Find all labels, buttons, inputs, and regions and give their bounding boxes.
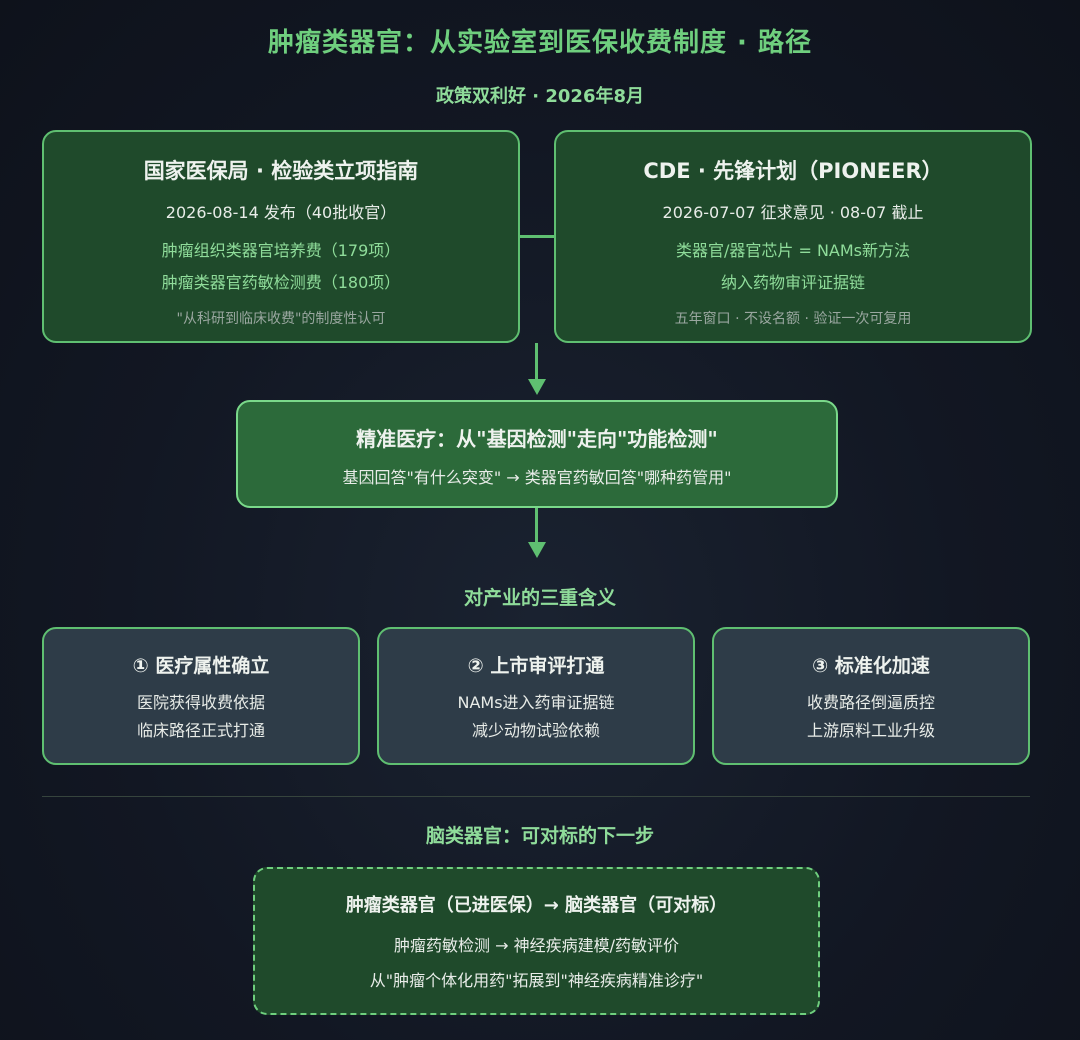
policy-connector xyxy=(520,235,554,238)
industry-card-standardization: ③ 标准化加速 收费路径倒逼质控 上游原料工业升级 xyxy=(712,627,1030,765)
industry-heading: 对产业的三重含义 xyxy=(463,587,616,609)
brain-organoid-box-line: 从"肿瘤个体化用药"拓展到"神经疾病精准诊疗" xyxy=(369,971,704,990)
industry-card-line: 临床路径正式打通 xyxy=(136,721,265,740)
page-title: 肿瘤类器官：从实验室到医保收费制度 · 路径 xyxy=(268,28,812,58)
policy-box-nhsa-item-180: 肿瘤类器官药敏检测费（180项） xyxy=(161,273,401,292)
policy-box-nhsa-item-179: 肿瘤组织类器官培养费（179项） xyxy=(161,241,401,260)
industry-card-title: ③ 标准化加速 xyxy=(812,655,930,677)
industry-card-title: ② 上市审评打通 xyxy=(467,655,605,677)
policy-box-cde-item-evidence: 纳入药物审评证据链 xyxy=(720,273,865,292)
arrow-down-2-shaft xyxy=(535,508,538,544)
policy-box-nhsa-date: 2026-08-14 发布（40批收官） xyxy=(165,203,397,222)
brain-organoid-box-line: 肿瘤药敏检测 → 神经疾病建模/药敏评价 xyxy=(394,936,679,955)
industry-card-medical: ① 医疗属性确立 医院获得收费依据 临床路径正式打通 xyxy=(42,627,360,765)
policy-box-nhsa-heading: 国家医保局 · 检验类立项指南 xyxy=(143,159,419,183)
section-divider xyxy=(42,796,1030,797)
precision-medicine-box: 精准医疗：从"基因检测"走向"功能检测" 基因回答"有什么突变" → 类器官药敏… xyxy=(236,400,838,508)
industry-card-title: ① 医疗属性确立 xyxy=(132,655,270,677)
policy-box-cde-note: 五年窗口 · 不设名额 · 验证一次可复用 xyxy=(674,311,912,327)
precision-medicine-line: 基因回答"有什么突变" → 类器官药敏回答"哪种药管用" xyxy=(342,468,732,487)
industry-card-line: 上游原料工业升级 xyxy=(806,721,935,740)
industry-card-line: 减少动物试验依赖 xyxy=(471,721,600,740)
industry-card-line: 医院获得收费依据 xyxy=(136,693,265,712)
brain-organoid-box: 肿瘤类器官（已进医保）→ 脑类器官（可对标） 肿瘤药敏检测 → 神经疾病建模/药… xyxy=(253,867,820,1015)
industry-card-line: NAMs进入药审证据链 xyxy=(457,693,615,712)
brain-organoid-box-heading: 肿瘤类器官（已进医保）→ 脑类器官（可对标） xyxy=(345,895,728,916)
brain-organoid-heading: 脑类器官：可对标的下一步 xyxy=(425,825,654,847)
industry-card-approval: ② 上市审评打通 NAMs进入药审证据链 减少动物试验依赖 xyxy=(377,627,695,765)
page-subtitle: 政策双利好 · 2026年8月 xyxy=(436,86,644,107)
policy-box-cde: CDE · 先锋计划（PIONEER） 2026-07-07 征求意见 · 08… xyxy=(554,130,1032,343)
policy-box-cde-date: 2026-07-07 征求意见 · 08-07 截止 xyxy=(662,203,924,222)
policy-box-cde-item-nams: 类器官/器官芯片 = NAMs新方法 xyxy=(675,241,911,260)
precision-medicine-heading: 精准医疗：从"基因检测"走向"功能检测" xyxy=(356,427,718,451)
policy-box-cde-heading: CDE · 先锋计划（PIONEER） xyxy=(643,159,943,183)
policy-box-nhsa: 国家医保局 · 检验类立项指南 2026-08-14 发布（40批收官） 肿瘤组… xyxy=(42,130,520,343)
arrow-down-1-shaft xyxy=(535,343,538,381)
policy-box-nhsa-note: "从科研到临床收费"的制度性认可 xyxy=(176,311,386,327)
arrow-down-2-icon xyxy=(528,542,546,558)
arrow-down-1-icon xyxy=(528,379,546,395)
industry-card-line: 收费路径倒逼质控 xyxy=(806,693,935,712)
